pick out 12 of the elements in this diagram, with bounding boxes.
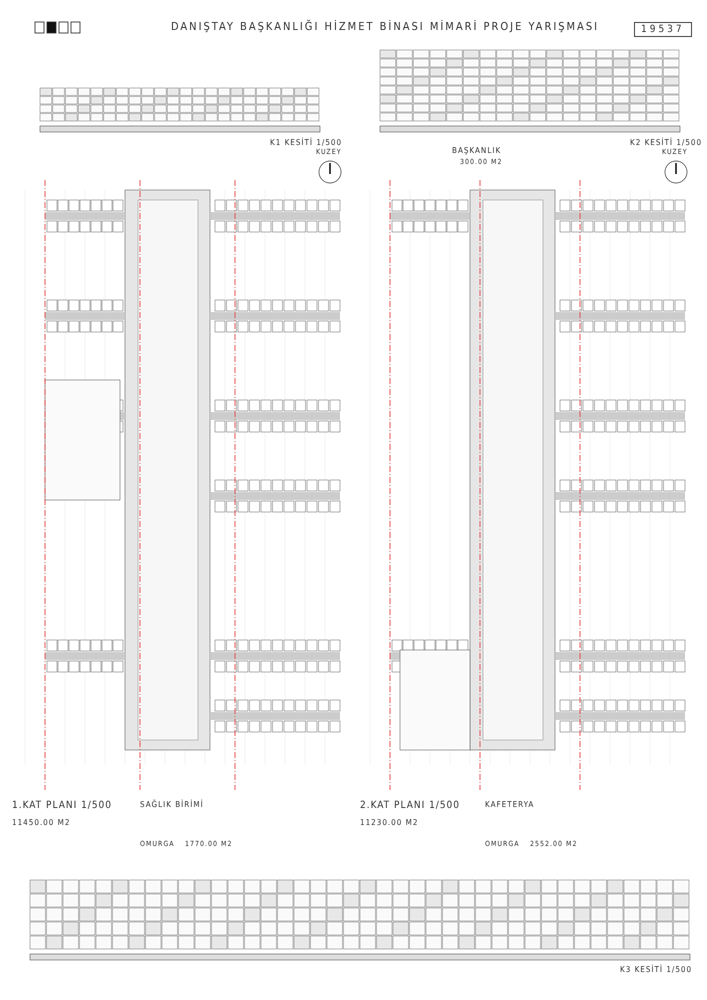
drawing-caption: K2 KESİTİ 1/500 (630, 138, 702, 147)
space-label: BAŞKANLIK (452, 146, 502, 155)
sheet-title: DANIŞTAY BAŞKANLIĞI HİZMET BİNASI MİMARİ PROJE YARIŞMASI (170, 20, 600, 33)
area-label: 11230.00 M2 (360, 818, 418, 827)
drawing-caption: 2.KAT PLANI 1/500 (360, 800, 460, 811)
space-label: SAĞLIK BİRİMİ (140, 800, 204, 809)
drawing-caption: 1.KAT PLANI 1/500 (12, 800, 112, 811)
entry-number: 19537 (634, 22, 692, 37)
space-label: KAFETERYA (485, 800, 534, 809)
drawing-caption: K3 KESİTİ 1/500 (620, 965, 692, 974)
drawing-caption: K1 KESİTİ 1/500 (270, 138, 342, 147)
area-label: 11450.00 M2 (12, 818, 70, 827)
